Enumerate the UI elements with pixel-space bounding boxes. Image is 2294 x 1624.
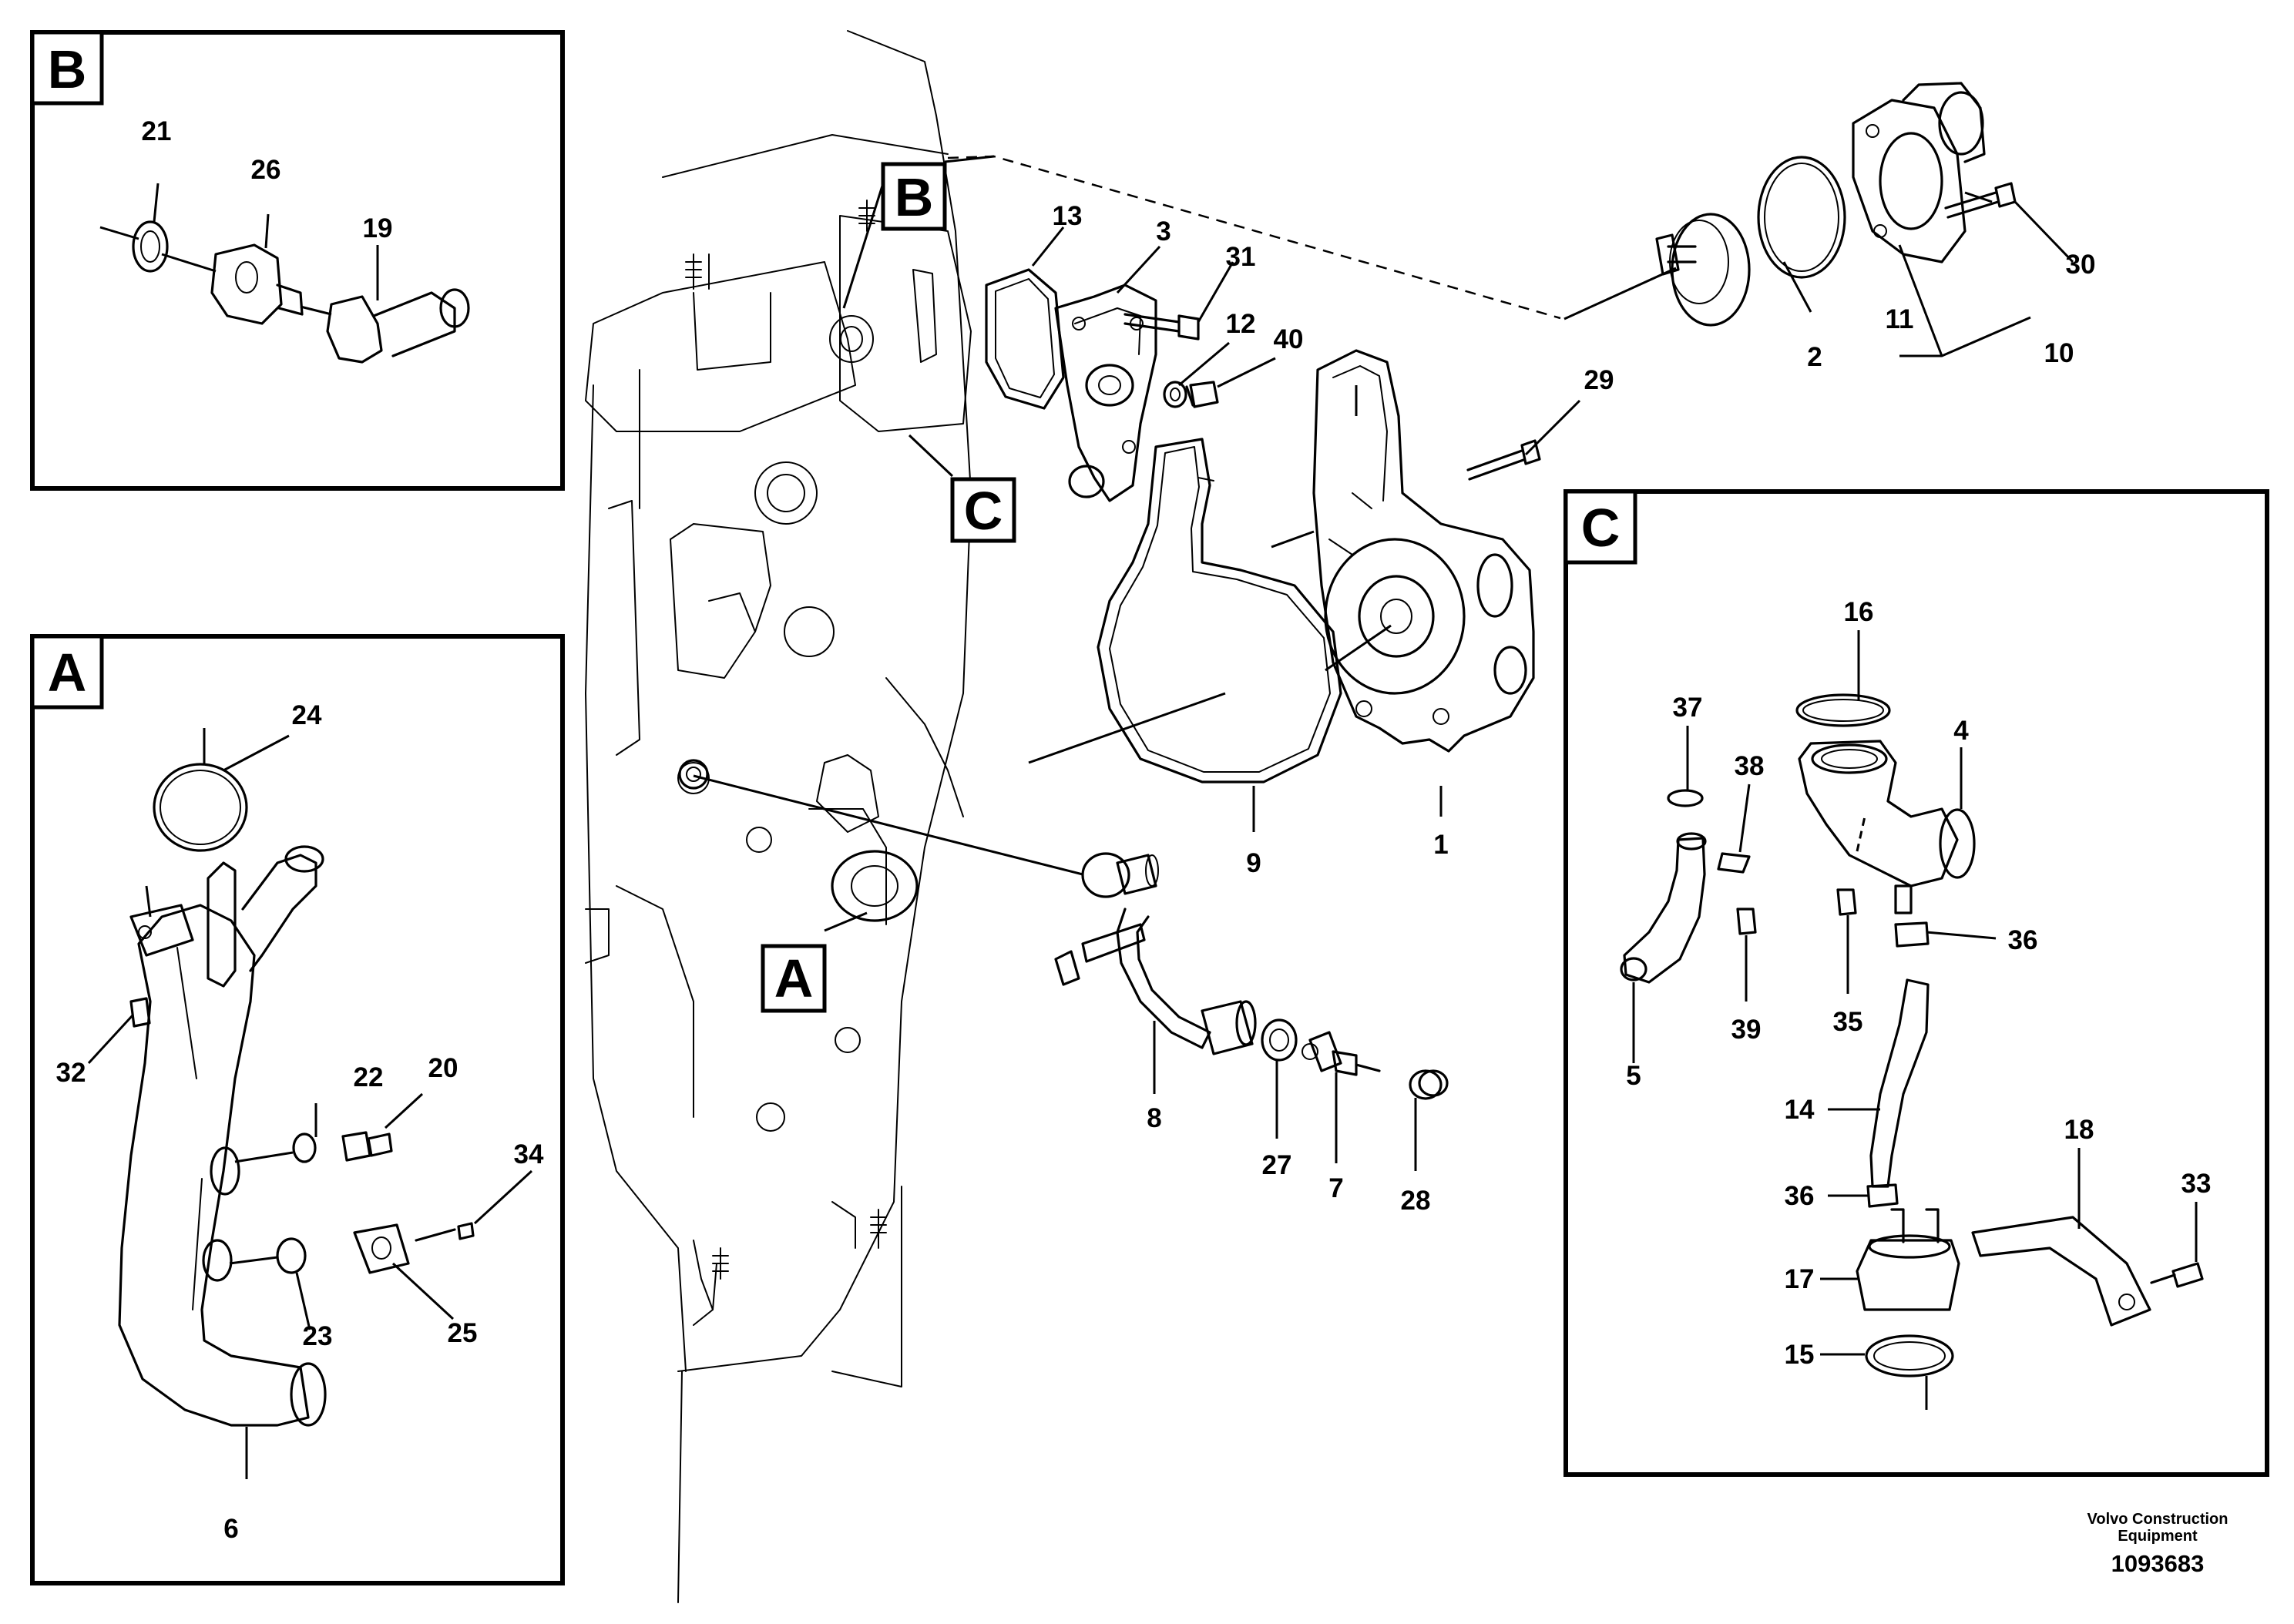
part-number-6: 6: [223, 1514, 238, 1544]
part-number-5: 5: [1626, 1061, 1641, 1091]
svg-text:A: A: [774, 948, 814, 1008]
part-number-18: 18: [2064, 1115, 2094, 1145]
water-pump-1: [1312, 349, 1535, 753]
central-leader-lines: [693, 155, 2074, 1171]
part-number-27: 27: [1262, 1150, 1292, 1180]
bolt-30: [1944, 182, 2017, 219]
detail-box-a: A: [30, 634, 565, 1585]
brand-line-1: Volvo Construction: [2087, 1511, 2229, 1528]
pipe-8: [1054, 852, 1257, 1055]
part-number-23: 23: [303, 1321, 333, 1351]
part-number-25: 25: [448, 1318, 478, 1348]
part-number-1: 1: [1433, 830, 1448, 860]
seal-ring-11: [1757, 156, 1846, 279]
part-number-34: 34: [514, 1139, 544, 1169]
part-number-33: 33: [2181, 1169, 2212, 1199]
o-ring-gasket-9: [1097, 438, 1342, 783]
central-part-numbers: 13 3 31 12 40 29 2 11 10 30 9 1 8 27 7 2…: [1053, 201, 2096, 1216]
thermostat-housing-3: [1054, 284, 1157, 502]
svg-text:A: A: [48, 643, 87, 703]
brand-line-2: Equipment: [2118, 1528, 2198, 1545]
part-number-36b: 36: [1785, 1181, 1815, 1211]
reference-dashed-line: [947, 155, 1561, 320]
part-number-37: 37: [1673, 693, 1703, 723]
sensor-7: [1302, 1031, 1381, 1076]
part-number-26: 26: [251, 155, 281, 185]
part-number-35: 35: [1833, 1007, 1863, 1037]
part-number-11: 11: [1886, 304, 1914, 334]
part-number-38: 38: [1735, 751, 1765, 781]
footer: Volvo Construction Equipment 1093683: [2087, 1511, 2229, 1577]
part-number-19: 19: [363, 213, 393, 243]
callout-tag-a: A: [761, 944, 827, 1013]
svg-text:B: B: [895, 167, 934, 227]
part-number-29: 29: [1584, 365, 1614, 395]
part-number-21: 21: [142, 116, 172, 146]
washer-12: [1163, 381, 1187, 408]
part-number-30: 30: [2066, 250, 2096, 280]
svg-text:C: C: [1581, 498, 1621, 558]
gasket-13: [985, 268, 1065, 410]
part-number-13: 13: [1053, 201, 1083, 231]
svg-text:B: B: [48, 39, 87, 99]
washer-27: [1261, 1018, 1298, 1062]
part-number-28: 28: [1401, 1186, 1431, 1216]
part-number-32: 32: [56, 1058, 86, 1088]
document-number: 1093683: [2111, 1550, 2205, 1577]
plug-40: [1185, 381, 1219, 408]
thermostat-cover-10: [1852, 82, 1986, 263]
part-number-24: 24: [292, 700, 322, 730]
part-number-9: 9: [1246, 848, 1261, 878]
part-number-3: 3: [1156, 216, 1171, 247]
bolt-29: [1466, 439, 1541, 481]
detail-box-b: B 21 26 19: [30, 30, 565, 491]
part-number-2: 2: [1807, 342, 1822, 372]
part-number-36a: 36: [2008, 925, 2038, 955]
part-number-22: 22: [354, 1062, 384, 1092]
part-number-16: 16: [1844, 597, 1874, 627]
part-number-40: 40: [1274, 324, 1304, 354]
part-number-15: 15: [1785, 1340, 1815, 1370]
svg-text:C: C: [964, 481, 1003, 541]
detail-box-c: C: [1563, 489, 2269, 1477]
part-number-39: 39: [1731, 1015, 1762, 1045]
engine-block: [585, 30, 972, 1603]
callout-tag-b: B: [881, 162, 947, 231]
cap-28: [1409, 1069, 1449, 1100]
part-number-4: 4: [1953, 716, 1969, 746]
part-number-31: 31: [1226, 242, 1256, 272]
bolt-31: [1123, 313, 1200, 341]
part-number-14: 14: [1785, 1095, 1815, 1125]
part-number-20: 20: [428, 1053, 458, 1083]
part-number-7: 7: [1328, 1173, 1343, 1203]
part-number-8: 8: [1147, 1103, 1161, 1133]
callout-tag-c: C: [950, 477, 1016, 543]
part-number-17: 17: [1785, 1264, 1815, 1294]
part-number-12: 12: [1226, 309, 1256, 339]
part-number-10: 10: [2044, 338, 2074, 368]
